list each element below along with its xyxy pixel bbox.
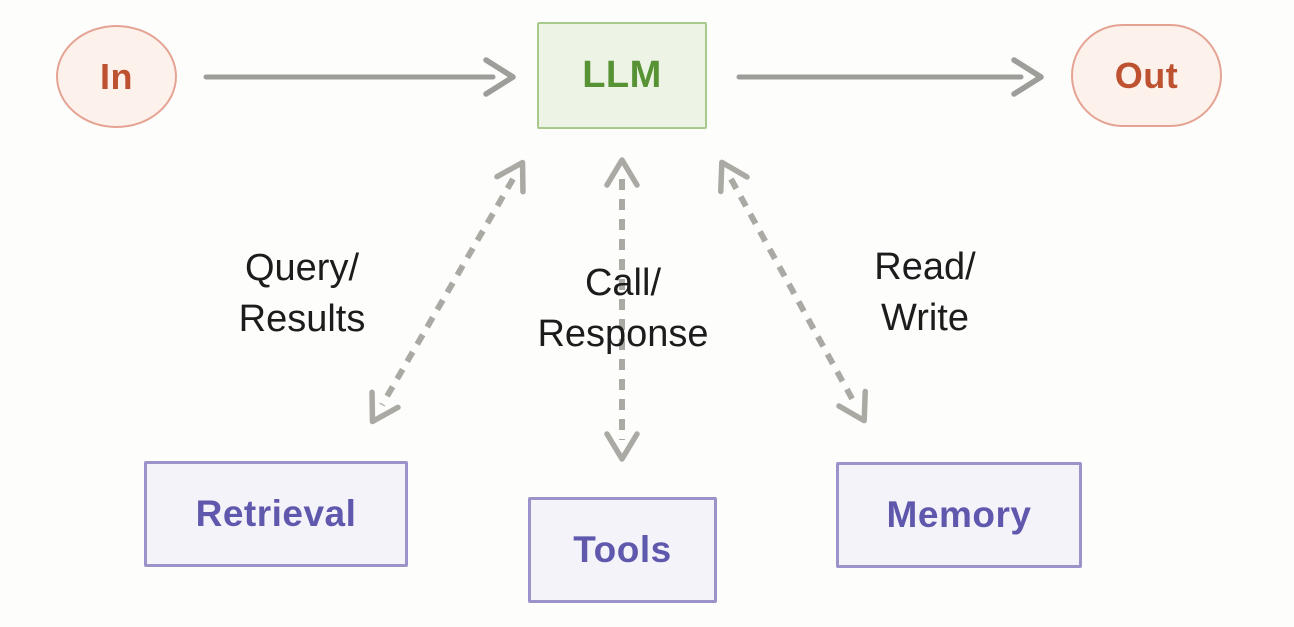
edge-label-line: Read/ (874, 246, 976, 288)
edge-label-read-write: Read/ Write (775, 242, 1075, 344)
node-out: Out (1071, 24, 1222, 127)
edge-label-line: Results (238, 298, 366, 340)
node-in: In (56, 25, 177, 128)
node-llm-label: LLM (582, 54, 662, 96)
edge-label-line: Query/ (244, 247, 360, 289)
node-tools-label: Tools (573, 529, 672, 570)
node-llm: LLM (537, 22, 707, 129)
edge-label-line: Call/ (584, 262, 662, 304)
node-memory-label: Memory (886, 494, 1032, 535)
dashed-arrow-llm-memory (718, 159, 868, 424)
edge-label-line: Response (537, 313, 709, 355)
edge-label-call-response: Call/ Response (473, 258, 773, 360)
node-in-label: In (100, 55, 133, 97)
node-retrieval: Retrieval (144, 461, 408, 567)
edge-label-line: Write (881, 297, 969, 339)
edge-label-query-results: Query/ Results (152, 243, 452, 345)
node-retrieval-label: Retrieval (195, 493, 357, 534)
node-tools: Tools (528, 497, 717, 603)
dashed-arrow-llm-retrieval (369, 159, 526, 425)
node-out-label: Out (1114, 54, 1179, 96)
node-memory: Memory (836, 462, 1082, 568)
